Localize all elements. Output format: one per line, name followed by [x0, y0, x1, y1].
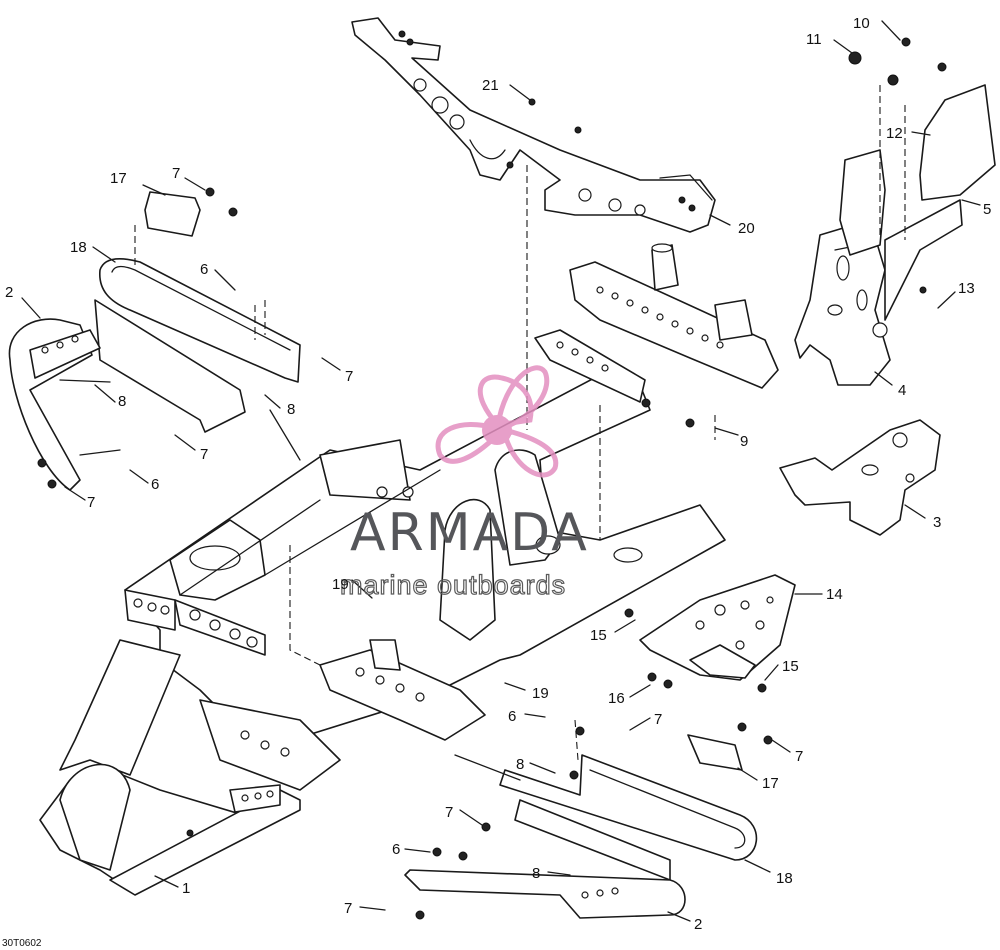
- callout-8-mid-left: 8: [287, 401, 295, 418]
- assembly-guide-lines: [134, 85, 906, 781]
- callout-7-left: 7: [200, 446, 208, 463]
- callout-7-bottom: 7: [344, 900, 352, 917]
- callout-12: 12: [886, 125, 903, 142]
- callout-3: 3: [933, 514, 941, 531]
- callout-7-bottom-left: 7: [87, 494, 95, 511]
- left-footrest-bracket: [144, 187, 238, 237]
- callout-20: 20: [738, 220, 755, 237]
- mudflap-panel: [848, 37, 996, 201]
- callout-8-left: 8: [118, 393, 126, 410]
- callout-5: 5: [983, 201, 991, 218]
- callout-17-right: 17: [762, 775, 779, 792]
- callout-9: 9: [740, 433, 748, 450]
- callout-7-right: 7: [795, 748, 803, 765]
- watermark-title: ARMADA: [350, 503, 589, 563]
- callout-18-left: 18: [70, 239, 87, 256]
- watermark-subtitle: marine outboards: [340, 570, 566, 600]
- callout-2-left: 2: [5, 284, 13, 301]
- rear-right-bracket: [624, 574, 796, 693]
- callout-14: 14: [826, 586, 843, 603]
- callout-13: 13: [958, 280, 975, 297]
- right-footrest-rail: [499, 754, 758, 881]
- rear-support-upper: [794, 149, 963, 386]
- watermark-propeller-logo: [435, 365, 559, 478]
- callout-16: 16: [608, 690, 625, 707]
- callout-7-top-left: 7: [172, 165, 180, 182]
- leader-lines: [21, 20, 981, 922]
- callout-18-right: 18: [776, 870, 793, 887]
- callout-17-left: 17: [110, 170, 127, 187]
- main-frame: [39, 374, 726, 896]
- right-footrest-loop: [404, 726, 686, 920]
- callout-6-bottom: 6: [392, 841, 400, 858]
- callout-21: 21: [482, 77, 499, 94]
- callout-6-top-left: 6: [200, 261, 208, 278]
- rear-support-lower: [779, 419, 941, 536]
- callout-7-lower-mid: 7: [654, 711, 662, 728]
- callout-8-bottom: 8: [532, 865, 540, 882]
- callout-10: 10: [853, 15, 870, 32]
- left-footrest-rail: [94, 258, 301, 433]
- part-callouts: 10 11 12 5 13 4 3 9 21 20 17 7 18 2 6 7 …: [5, 15, 991, 933]
- drawing-code: 30T0602: [2, 938, 42, 949]
- left-footrest-loop: [8, 318, 121, 491]
- callout-7-mid-left: 7: [345, 368, 353, 385]
- right-footrest-bracket: [687, 722, 773, 771]
- callout-1: 1: [182, 880, 190, 897]
- callout-2-right: 2: [694, 916, 702, 933]
- middle-crossmember: [534, 243, 779, 428]
- callout-15-right: 15: [782, 658, 799, 675]
- callout-8-lower-mid: 8: [516, 756, 524, 773]
- upper-front-bracket: [351, 17, 716, 233]
- callout-19-upper: 19: [332, 576, 349, 593]
- callout-4: 4: [898, 382, 906, 399]
- callout-7-lower-left: 7: [445, 804, 453, 821]
- callout-11: 11: [806, 31, 822, 48]
- callout-15-left: 15: [590, 627, 607, 644]
- callout-6-left: 6: [151, 476, 159, 493]
- callout-19-lower: 19: [532, 685, 549, 702]
- callout-6-lower-mid: 6: [508, 708, 516, 725]
